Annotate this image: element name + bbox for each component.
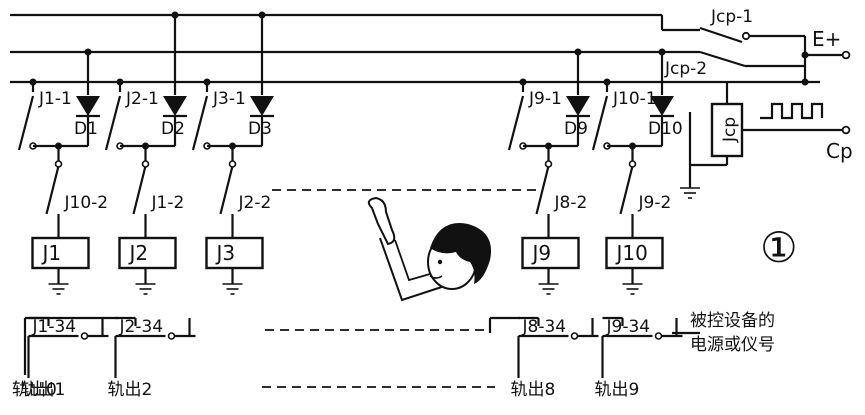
stage-contact-label: J3-1 — [212, 89, 246, 109]
hold-terminal — [54, 160, 63, 168]
out-contact-label: J1-34 — [32, 317, 77, 337]
hold-terminal — [141, 160, 150, 168]
stage-contact-label: J9-1 — [528, 89, 562, 109]
stage-relay-label: J1 — [41, 241, 62, 265]
dashed-links — [262, 189, 538, 388]
stage-bus-node — [171, 11, 179, 19]
stage-bus-node — [574, 48, 582, 56]
stage-hold-label: J9-2 — [638, 193, 672, 213]
figure-number: ① — [760, 223, 798, 272]
stage-output-label: 轨出8 — [511, 380, 556, 400]
stage-hold-label: J2-2 — [238, 193, 272, 213]
hold-terminal — [544, 160, 553, 168]
contact-bus-node — [203, 78, 211, 86]
joint-node — [142, 142, 149, 150]
bus-lines — [10, 13, 820, 84]
jcp2-label: Jcp-2 — [664, 59, 707, 79]
device-label-line2: 电源或仪号 — [690, 335, 775, 355]
hold-blade — [619, 165, 634, 215]
diode-symbol — [566, 96, 590, 116]
stage-relay-label: J3 — [215, 241, 236, 265]
out-contact-terminal — [570, 332, 579, 340]
out-contact-terminal — [80, 332, 89, 340]
relay-box — [605, 236, 664, 270]
clock-output-label: Cp — [826, 139, 853, 163]
person-illustration — [367, 196, 492, 302]
supply-label: E+ — [812, 27, 841, 51]
stage-diode-label: D10 — [648, 119, 683, 139]
output-rail — [23, 316, 700, 375]
hold-blade — [132, 165, 147, 215]
output0-label: 轨出0 — [12, 380, 57, 400]
stage-contact-label: J2-1 — [125, 89, 159, 109]
contact-bus-node — [519, 78, 527, 86]
jcp1-label: Jcp-1 — [710, 7, 753, 27]
relay-box — [118, 236, 177, 270]
stage-bus-node — [84, 48, 92, 56]
clock-relay — [680, 82, 851, 199]
out-contact-label: J9-34 — [606, 317, 651, 337]
out-contact-terminal — [654, 332, 663, 340]
contact-blade — [17, 95, 35, 151]
diode-symbol — [76, 96, 100, 116]
contact-blade — [191, 95, 209, 151]
diode-symbol — [650, 96, 674, 116]
hold-terminal — [628, 160, 637, 168]
contact-blade — [104, 95, 122, 151]
stage-bus-node — [258, 11, 266, 19]
stage-contact-label: J10-1 — [612, 89, 657, 109]
contact-blade — [591, 95, 609, 151]
contact-blade — [507, 95, 525, 151]
out-contact-label: J2-34 — [119, 317, 164, 337]
contact-bus-node — [603, 78, 611, 86]
joint-node — [229, 142, 236, 150]
stage-output-label: 轨出1 — [21, 380, 66, 400]
stage-diode-label: D2 — [161, 119, 185, 139]
hold-blade — [219, 165, 234, 215]
relay-box — [31, 236, 90, 270]
joint-node — [55, 142, 62, 150]
jcp-relay-label: Jcp — [720, 117, 740, 143]
stage-relay-label: J2 — [128, 241, 149, 265]
stage-bus-node — [658, 48, 666, 56]
hold-blade — [45, 165, 60, 215]
stage-diode-label: D3 — [248, 119, 272, 139]
clock-switches — [660, 15, 851, 86]
joint-node — [545, 142, 552, 150]
stage-hold-label: J8-2 — [554, 193, 588, 213]
relay-box — [521, 236, 580, 270]
contact-bus-node — [29, 78, 37, 86]
device-label-line1: 被控设备的 — [690, 311, 775, 331]
stage-output-label: 轨出9 — [595, 380, 640, 400]
hold-terminal — [228, 160, 237, 168]
stage-hold-label: J10-2 — [64, 193, 109, 213]
diode-symbol — [250, 96, 274, 116]
stage-relay-label: J10 — [615, 241, 648, 265]
stage-relay-label: J9 — [531, 241, 552, 265]
joint-node — [629, 142, 636, 150]
hold-blade — [535, 165, 550, 215]
stage-output-label: 轨出2 — [108, 380, 153, 400]
relay-box — [205, 236, 264, 270]
stage-diode-label: D9 — [564, 119, 588, 139]
contact-bus-node — [116, 78, 124, 86]
out-contact-label: J8-34 — [522, 317, 567, 337]
stage-contact-label: J1-1 — [38, 89, 72, 109]
out-contact-terminal — [167, 332, 176, 340]
stage-hold-label: J1-2 — [151, 193, 185, 213]
stage-diode-label: D1 — [74, 119, 98, 139]
diode-symbol — [163, 96, 187, 116]
